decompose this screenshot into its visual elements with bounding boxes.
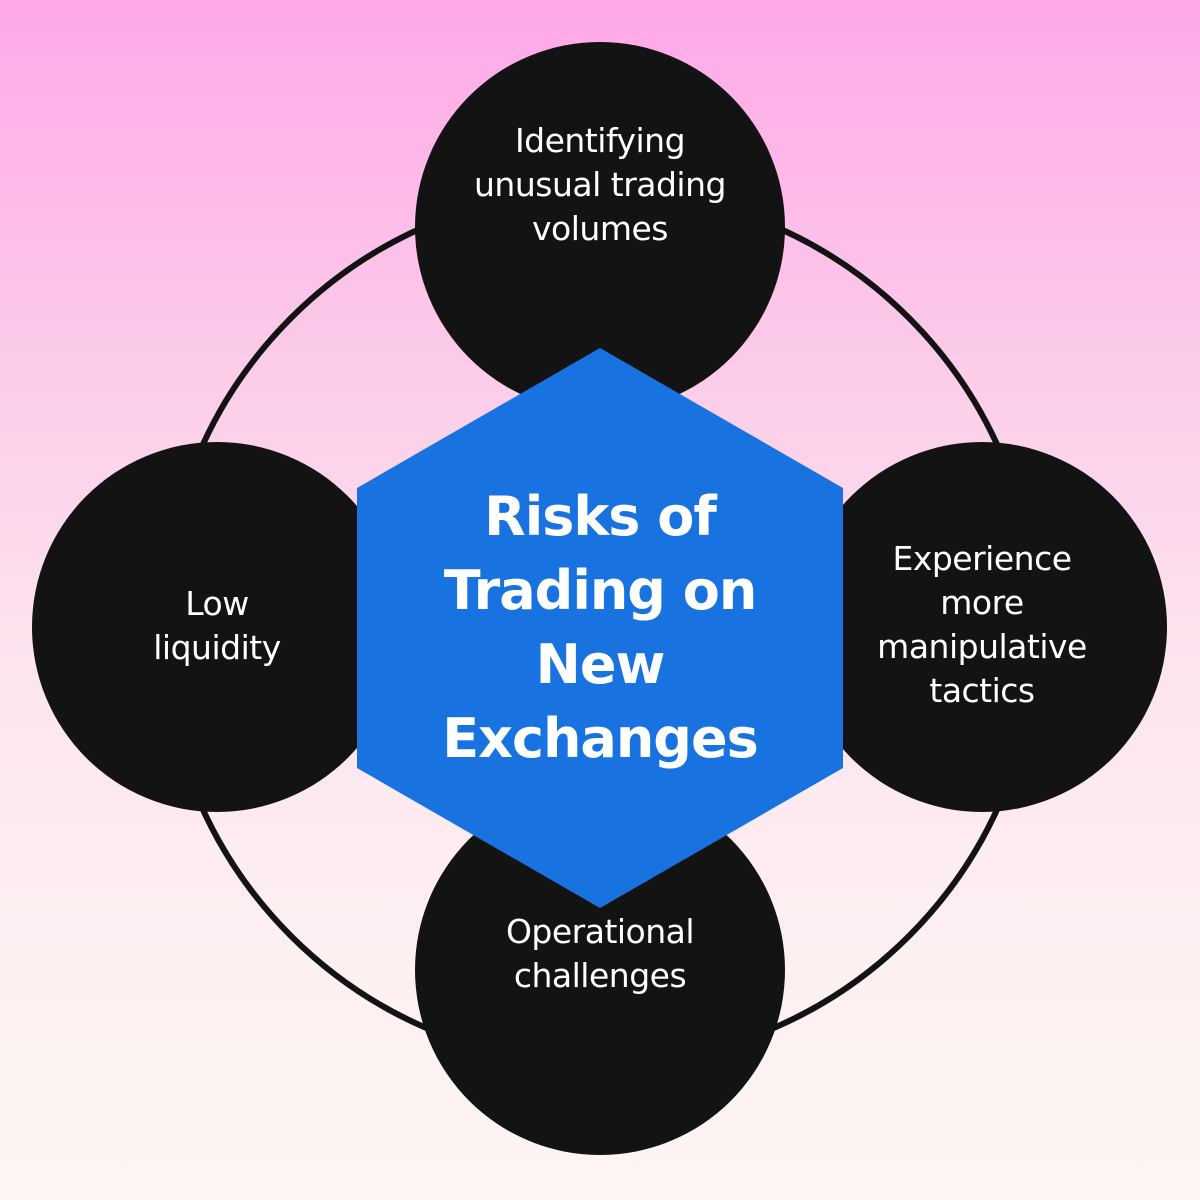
risk-label-manipulative-tactics: Experience more manipulative tactics — [877, 539, 1087, 710]
center-hexagon — [357, 348, 843, 908]
risk-label-operational-challenges: Operational challenges — [505, 912, 695, 995]
risk-label-unusual-volumes: Identifying unusual trading volumes — [474, 121, 726, 248]
risk-node-right: Experience more manipulative tactics — [797, 442, 1167, 812]
risk-node-left: Low liquidity — [32, 442, 402, 812]
risk-label-low-liquidity: Low liquidity — [153, 584, 281, 667]
diagram-title: Risks of Trading on New Exchanges — [442, 485, 758, 770]
